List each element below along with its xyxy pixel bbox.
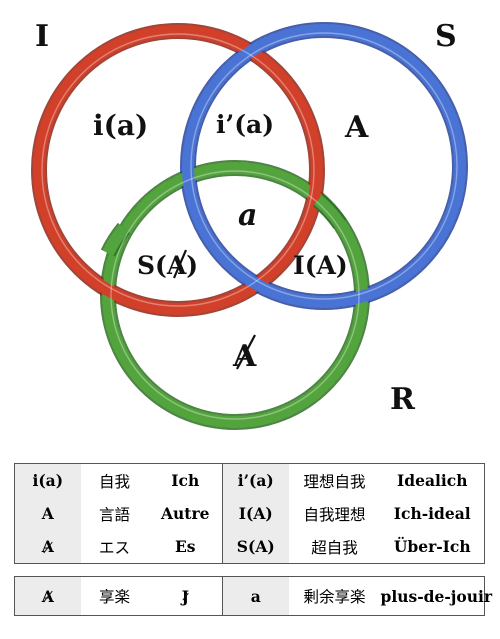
legend-term: J [149, 577, 223, 616]
legend-japanese: 言語 [98, 505, 130, 524]
barred-a-stroke [172, 249, 188, 279]
jouissance-table: A 享楽 J a 剰余享楽 plus-de-jouir [14, 576, 493, 616]
legend-row: A エス Es S(A) 超自我 Über-Ich [14, 530, 485, 564]
legend-japanese: 自我 [98, 472, 130, 491]
region-imaginary-symbolic: i’(a) [216, 110, 274, 139]
legend-symbol: I(A) [222, 497, 289, 530]
legend-term: Autre [161, 504, 210, 523]
legend-japanese: エス [98, 538, 130, 557]
legend-row: A 言語 Autre I(A) 自我理想 Ich-ideal [14, 497, 485, 530]
legend-symbol: A [14, 576, 81, 616]
symbolic-ring [182, 24, 466, 308]
borromean-diagram: I S R i(a) i’(a) A a S(A) I(A) A [31, 19, 468, 430]
legend-term: Ich [171, 471, 200, 490]
legend-term: Über-Ich [393, 537, 471, 556]
barred-symbol: A [41, 537, 54, 556]
symbolic-label: S [435, 19, 457, 54]
region-imaginary-only: i(a) [93, 109, 148, 142]
region-symbolic-real: I(A) [293, 251, 348, 280]
legend-term: Es [174, 537, 196, 556]
imaginary-label: I [35, 19, 49, 54]
region-symbolic-only: A [344, 110, 369, 145]
legend-term: Idealich [397, 471, 468, 490]
barred-symbol: J [181, 586, 189, 606]
legend-row: A 享楽 J a 剰余享楽 plus-de-jouir [14, 576, 493, 616]
legend-symbol: i’(a) [222, 463, 289, 497]
region-imaginary-real: S(A) [137, 251, 198, 280]
legend-symbol: A [14, 497, 81, 530]
real-label: R [390, 382, 416, 417]
legend-term: Ich-ideal [393, 504, 471, 523]
barred-symbol: A [41, 586, 54, 606]
legend-japanese: 理想自我 [303, 472, 366, 491]
legend-row: i(a) 自我 Ich i’(a) 理想自我 Idealich [14, 463, 485, 497]
legend-symbol: S(A) [222, 530, 289, 564]
legend-japanese: 享楽 [98, 588, 130, 606]
legend-symbol: A [14, 530, 81, 564]
legend-japanese: 自我理想 [303, 505, 366, 524]
legend-symbol: i(a) [14, 463, 81, 497]
legend-table: i(a) 自我 Ich i’(a) 理想自我 Idealich A 言語 Aut… [14, 463, 485, 564]
imaginary-ring [33, 25, 323, 315]
legend-term: plus-de-jouir [380, 586, 493, 606]
barred-a-stroke [236, 334, 256, 370]
legend-japanese: 超自我 [311, 538, 358, 557]
legend-symbol: a [222, 576, 289, 616]
legend-japanese: 剰余享楽 [303, 588, 366, 606]
region-center: a [238, 198, 257, 233]
